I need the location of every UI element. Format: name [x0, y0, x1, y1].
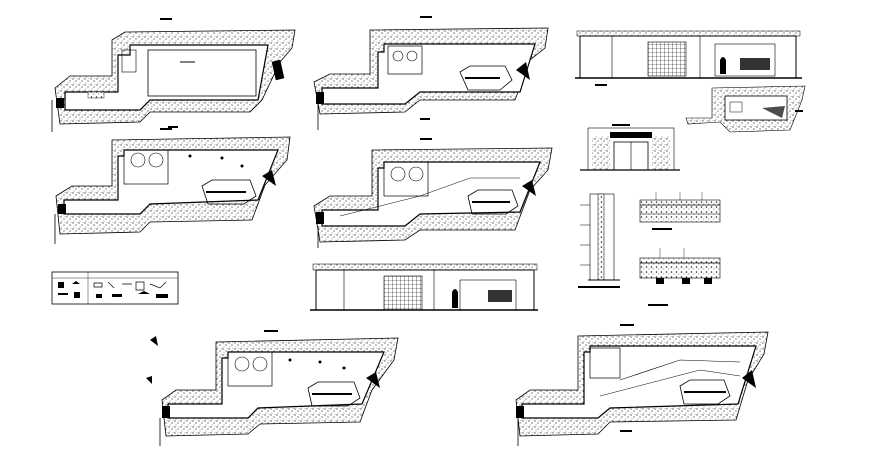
plan-3 — [54, 128, 291, 244]
plan-1 — [51, 18, 296, 132]
wall-section — [578, 193, 620, 288]
elevation-1 — [575, 30, 802, 86]
plan-5 — [146, 330, 399, 446]
section-1 — [685, 85, 806, 133]
floor-detail-2 — [639, 248, 721, 306]
plan-4 — [313, 138, 553, 248]
floor-detail-1 — [639, 192, 721, 230]
plan-2 — [313, 16, 549, 130]
elevation-2 — [310, 263, 538, 311]
plan-6 — [515, 324, 769, 446]
entrance-elevation — [580, 124, 680, 171]
legend — [51, 271, 179, 305]
